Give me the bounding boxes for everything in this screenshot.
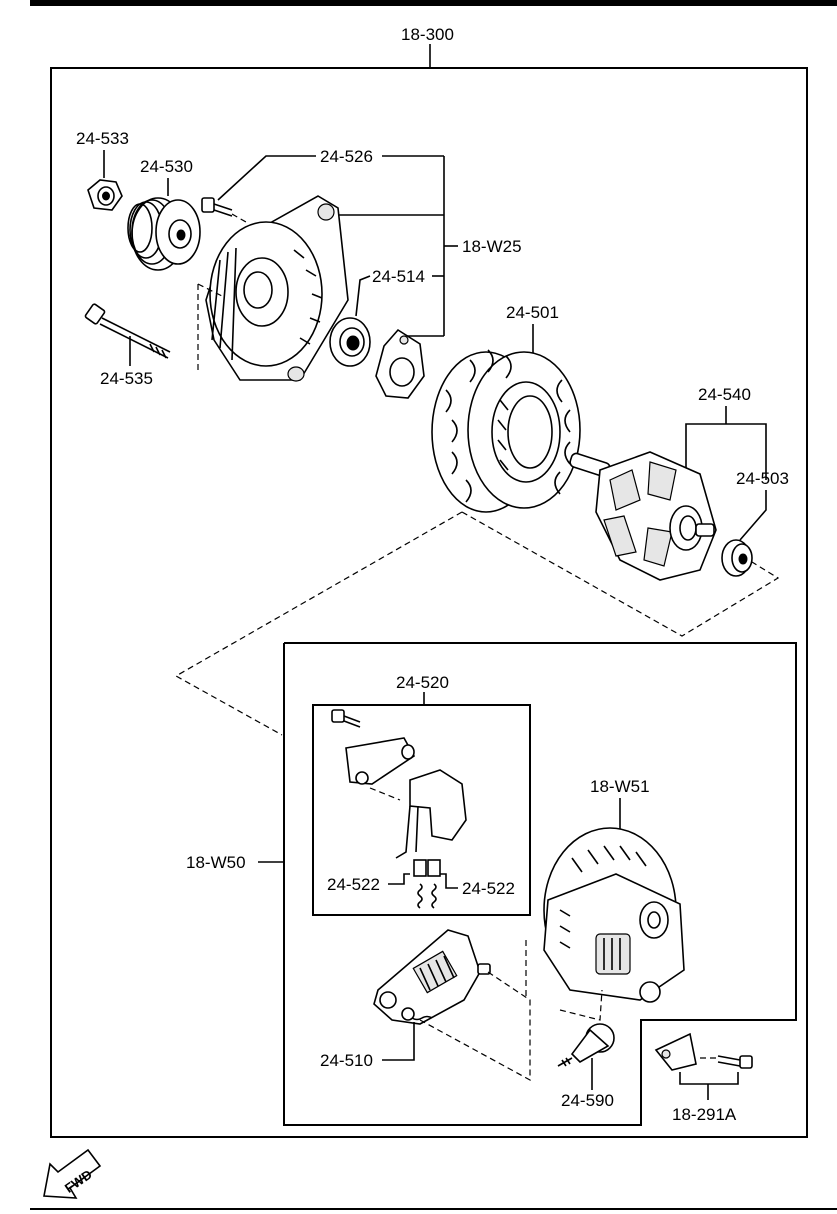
pulley-part (127, 197, 201, 271)
label-front-housing: 18-W25 (462, 237, 522, 256)
label-front-bolt: 24-526 (320, 147, 373, 166)
through-bolt-part (84, 303, 171, 359)
rear-bearing-part (721, 539, 753, 577)
label-rear-housing-set: 18-W50 (186, 853, 246, 872)
label-regulator: 24-520 (396, 673, 449, 692)
rear-cover-part (543, 827, 685, 1003)
label-pulley: 24-530 (140, 157, 193, 176)
rear-housing-frame (283, 642, 797, 1126)
label-terminal: 24-590 (561, 1091, 614, 1110)
front-housing-part (205, 195, 349, 382)
regulator-frame (312, 704, 531, 916)
bearing-part (329, 317, 371, 367)
nut-part (87, 179, 123, 211)
label-rotor: 24-540 (698, 385, 751, 404)
label-bracket: 18-291A (672, 1105, 737, 1124)
fwd-arrow-icon: FWD (43, 1148, 102, 1199)
label-brush-left: 24-522 (327, 875, 380, 894)
front-bolt-part (201, 197, 247, 223)
label-rectifier: 24-510 (320, 1051, 373, 1070)
label-nut: 24-533 (76, 129, 129, 148)
label-rear-cover: 18-W51 (590, 777, 650, 796)
label-through-bolt: 24-535 (100, 369, 153, 388)
rotor-part (569, 451, 717, 581)
label-stator: 24-501 (506, 303, 559, 322)
top-rule (30, 0, 837, 6)
assembly-frame (50, 67, 808, 1138)
label-bearing: 24-514 (372, 267, 425, 286)
retainer-plate-part (375, 328, 425, 399)
terminal-part (557, 1023, 615, 1067)
rectifier-part (373, 929, 491, 1025)
regulator-part (331, 709, 467, 909)
label-rear-bearing: 24-503 (736, 469, 789, 488)
label-assembly: 18-300 (401, 25, 454, 44)
bracket-part (654, 1032, 753, 1071)
stator-part (431, 349, 581, 513)
label-brush-right: 24-522 (462, 879, 515, 898)
